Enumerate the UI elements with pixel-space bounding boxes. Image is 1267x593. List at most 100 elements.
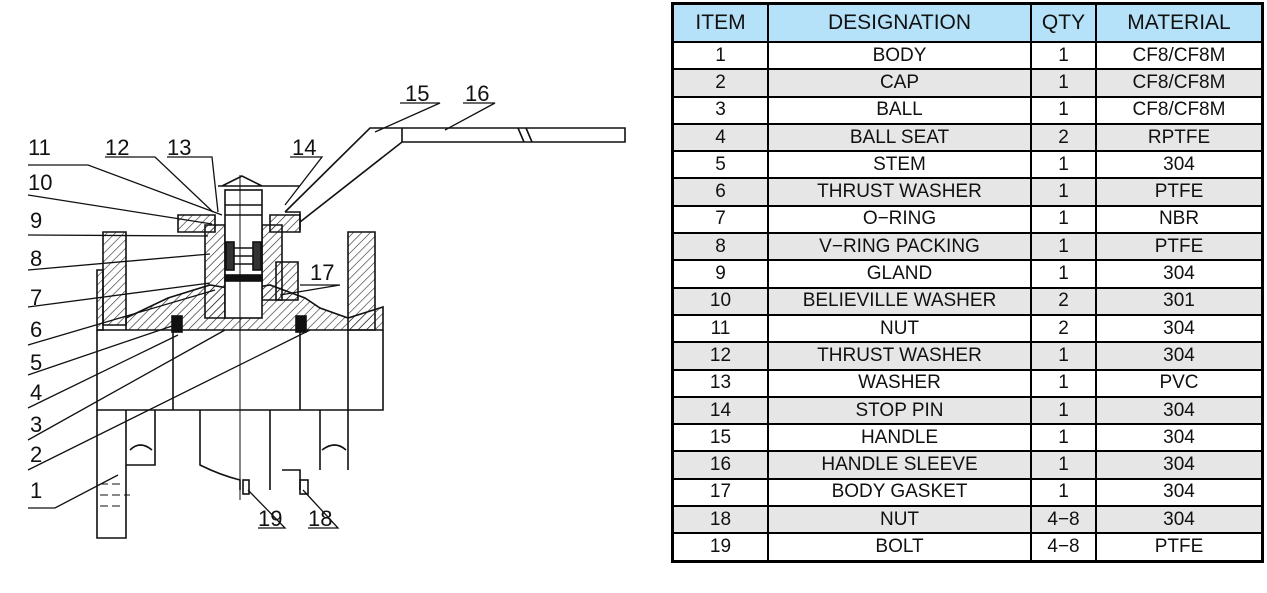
callout-7: 7 bbox=[30, 285, 42, 310]
cell-qty: 1 bbox=[1030, 368, 1097, 398]
callout-leaders bbox=[27, 102, 496, 529]
cell-material: NBR bbox=[1095, 204, 1264, 235]
callout-6: 6 bbox=[30, 317, 42, 342]
callout-5: 5 bbox=[30, 350, 42, 375]
cell-qty: 1 bbox=[1030, 341, 1097, 371]
cell-qty: 1 bbox=[1030, 95, 1097, 125]
cell-item: 19 bbox=[671, 532, 769, 563]
cell-item: 17 bbox=[671, 477, 769, 508]
callout-18: 18 bbox=[308, 506, 332, 531]
cell-designation: STEM bbox=[767, 150, 1032, 180]
cell-item: 4 bbox=[671, 122, 769, 153]
cell-designation: BALL SEAT bbox=[767, 122, 1032, 153]
cell-material: 301 bbox=[1095, 286, 1264, 316]
cell-item: 3 bbox=[671, 95, 769, 125]
callout-16: 16 bbox=[465, 81, 489, 106]
callout-11: 11 bbox=[28, 135, 51, 160]
callout-15: 15 bbox=[405, 81, 429, 106]
callout-13: 13 bbox=[167, 135, 191, 160]
cell-material: CF8/CF8M bbox=[1095, 95, 1264, 125]
cell-item: 14 bbox=[671, 395, 769, 426]
cell-material: 304 bbox=[1095, 477, 1264, 508]
cell-qty: 1 bbox=[1030, 68, 1097, 98]
cell-qty: 1 bbox=[1030, 232, 1097, 262]
cell-item: 1 bbox=[671, 40, 769, 71]
header-designation: DESIGNATION bbox=[767, 2, 1032, 43]
cell-material: 304 bbox=[1095, 150, 1264, 180]
cell-material: 304 bbox=[1095, 259, 1264, 289]
cell-designation: STOP PIN bbox=[767, 395, 1032, 426]
cell-item: 12 bbox=[671, 341, 769, 371]
cell-designation: V−RING PACKING bbox=[767, 232, 1032, 262]
cell-item: 18 bbox=[671, 505, 769, 535]
cell-qty: 1 bbox=[1030, 150, 1097, 180]
cell-material: CF8/CF8M bbox=[1095, 68, 1264, 98]
cell-designation: O−RING bbox=[767, 204, 1032, 235]
cell-qty: 4−8 bbox=[1030, 532, 1097, 563]
cell-item: 13 bbox=[671, 368, 769, 398]
cell-designation: CAP bbox=[767, 68, 1032, 98]
cell-designation: THRUST WASHER bbox=[767, 341, 1032, 371]
cell-item: 6 bbox=[671, 177, 769, 207]
cell-designation: THRUST WASHER bbox=[767, 177, 1032, 207]
cell-material: PTFE bbox=[1095, 177, 1264, 207]
cell-material: 304 bbox=[1095, 450, 1264, 480]
cell-item: 11 bbox=[671, 313, 769, 344]
cell-material: 304 bbox=[1095, 505, 1264, 535]
cell-designation: BODY bbox=[767, 40, 1032, 71]
cell-material: 304 bbox=[1095, 395, 1264, 426]
cell-qty: 1 bbox=[1030, 40, 1097, 71]
cell-qty: 1 bbox=[1030, 477, 1097, 508]
ball-valve-section-drawing: 1 2 3 4 5 6 7 8 9 10 11 12 13 14 15 16 1… bbox=[27, 81, 626, 539]
cell-qty: 4−8 bbox=[1030, 505, 1097, 535]
cell-item: 7 bbox=[671, 204, 769, 235]
cell-designation: NUT bbox=[767, 505, 1032, 535]
cell-qty: 1 bbox=[1030, 450, 1097, 480]
callout-1: 1 bbox=[30, 478, 42, 503]
cell-designation: WASHER bbox=[767, 368, 1032, 398]
callout-4: 4 bbox=[30, 380, 42, 405]
cell-item: 16 bbox=[671, 450, 769, 480]
callout-2: 2 bbox=[30, 442, 42, 467]
cell-designation: HANDLE bbox=[767, 423, 1032, 453]
cell-item: 5 bbox=[671, 150, 769, 180]
header-qty: QTY bbox=[1030, 2, 1097, 43]
callout-9: 9 bbox=[30, 208, 42, 233]
cell-material: 304 bbox=[1095, 313, 1264, 344]
cell-qty: 1 bbox=[1030, 423, 1097, 453]
callout-8: 8 bbox=[30, 246, 42, 271]
cell-designation: NUT bbox=[767, 313, 1032, 344]
callout-17: 17 bbox=[310, 260, 334, 285]
header-item: ITEM bbox=[671, 2, 769, 43]
cell-qty: 2 bbox=[1030, 286, 1097, 316]
cell-qty: 2 bbox=[1030, 122, 1097, 153]
cell-item: 2 bbox=[671, 68, 769, 98]
callout-19: 19 bbox=[258, 506, 282, 531]
cell-item: 8 bbox=[671, 232, 769, 262]
cell-item: 9 bbox=[671, 259, 769, 289]
header-material: MATERIAL bbox=[1095, 2, 1264, 43]
cell-item: 15 bbox=[671, 423, 769, 453]
callout-14: 14 bbox=[292, 135, 316, 160]
valve-body bbox=[96, 127, 626, 539]
cell-designation: GLAND bbox=[767, 259, 1032, 289]
cell-material: CF8/CF8M bbox=[1095, 40, 1264, 71]
cell-qty: 1 bbox=[1030, 259, 1097, 289]
cell-qty: 1 bbox=[1030, 395, 1097, 426]
cell-qty: 2 bbox=[1030, 313, 1097, 344]
